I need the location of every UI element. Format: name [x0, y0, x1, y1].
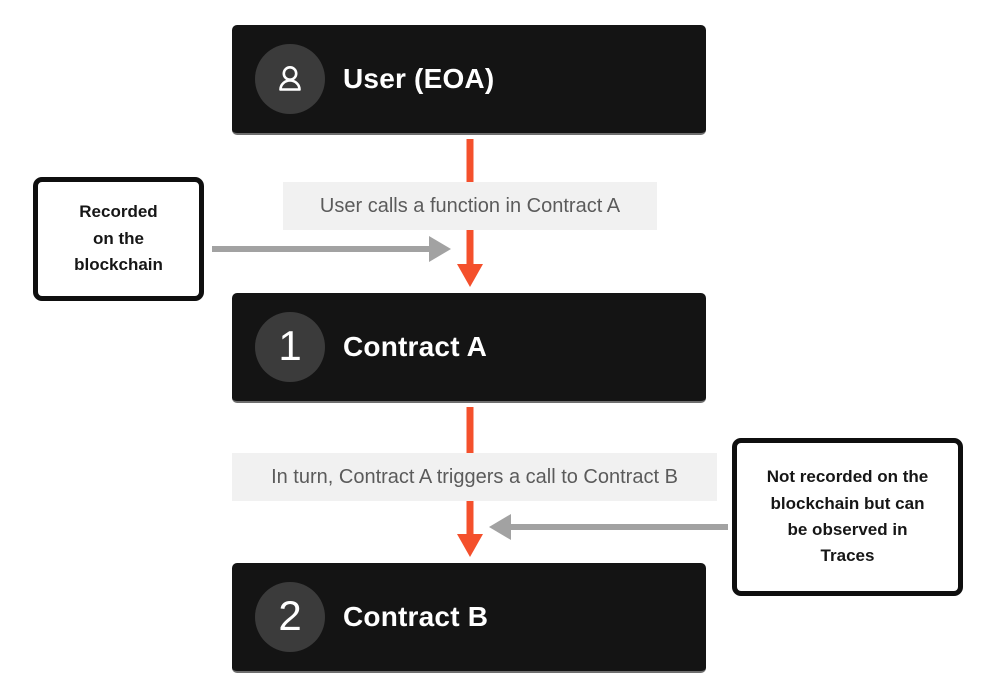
- note-recorded-on-blockchain: Recorded on the blockchain: [33, 177, 204, 301]
- node-contract-b-label: Contract B: [343, 601, 489, 632]
- recorded-note-arrow: [212, 236, 451, 262]
- contract-a-number-circle: 1: [255, 312, 325, 382]
- node-contract-a-label: Contract A: [343, 331, 488, 362]
- node-user-eoa: User (EOA): [232, 25, 706, 135]
- contract-a-badge: 1: [278, 322, 302, 369]
- node-contract-b: 2 Contract B: [232, 563, 706, 673]
- contract-b-badge: 2: [278, 592, 302, 639]
- node-contract-a: 1 Contract A: [232, 293, 706, 403]
- contract-b-number-circle: 2: [255, 582, 325, 652]
- note-not-recorded-traces: Not recorded on the blockchain but can b…: [732, 438, 963, 596]
- not-recorded-note-arrow: [489, 514, 728, 540]
- user-avatar-circle: [255, 44, 325, 114]
- edge-label-user-calls: User calls a function in Contract A: [283, 182, 657, 230]
- user-icon: [279, 66, 301, 91]
- node-user-label: User (EOA): [343, 63, 495, 94]
- edge-label-internal-call: In turn, Contract A triggers a call to C…: [232, 453, 717, 501]
